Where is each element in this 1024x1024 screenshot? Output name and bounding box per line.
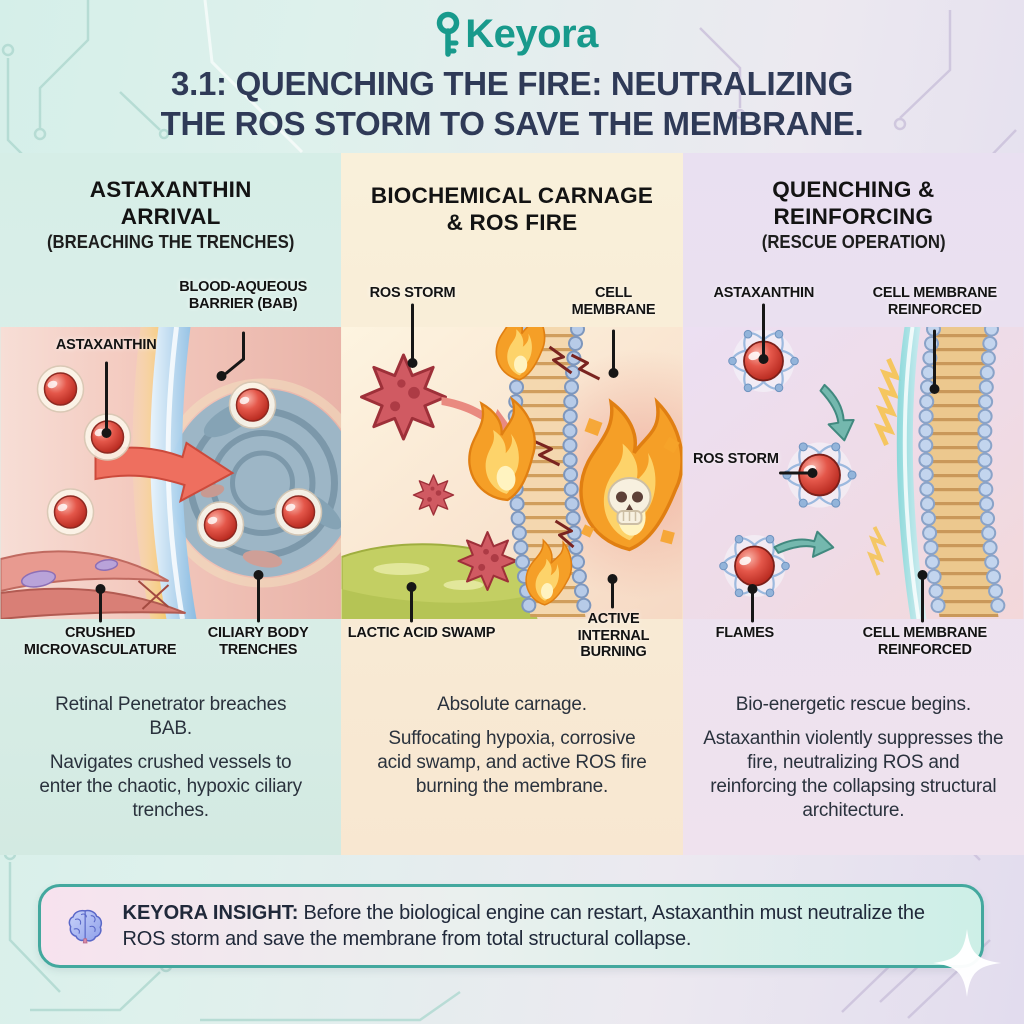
insight-body: Before the biological engine can restart… (122, 901, 925, 950)
label-astaxanthin-3: ASTAXANTHIN (713, 285, 815, 302)
panel2-body: Absolute carnage. Suffocating hypoxia, c… (351, 693, 672, 809)
label-blood-aqueous-barrier: BLOOD-AQUEOUS BARRIER (BAB) (179, 279, 308, 312)
key-icon (436, 11, 460, 57)
logo-text: Keyora (465, 11, 598, 56)
panel2-heading: BIOCHEMICAL CARNAGE & ROS FIRE (370, 183, 654, 235)
panel3-callouts (747, 303, 940, 623)
panel1-body-line-1: Retinal Penetrator breaches BAB. (55, 694, 287, 740)
panel3-body-line-1: Bio-energetic rescue begins. (735, 694, 971, 716)
panel-astaxanthin-arrival: ASTAXANTHIN ARRIVAL (BREACHING THE TRENC… (0, 153, 342, 856)
panel2-body-line-2: Suffocating hypoxia, corrosive acid swam… (377, 728, 647, 797)
figure-astaxanthin-arrival: BLOOD-AQUEOUS BARRIER (BAB) ASTAXANTHIN … (0, 259, 342, 683)
panels-row: ASTAXANTHIN ARRIVAL (BREACHING THE TRENC… (0, 153, 1024, 856)
panel-quenching-reinforcing: QUENCHING & REINFORCING (RESCUE OPERATIO… (682, 153, 1024, 856)
title-line-1: 3.1: QUENCHING THE FIRE: NEUTRALIZING (171, 65, 853, 102)
label-active-internal-burning: ACTIVE INTERNAL BURNING (577, 611, 650, 661)
label-flames: FLAMES (715, 625, 775, 642)
content: Keyora 3.1: QUENCHING THE FIRE: NEUTRALI… (0, 0, 1024, 968)
penetration-arrow-icon (94, 441, 235, 504)
crushed-microvasculature-graphic (0, 550, 186, 620)
insight-label: KEYORA INSIGHT: (122, 901, 299, 924)
insight-text: KEYORA INSIGHT:Before the biological eng… (123, 900, 956, 953)
brain-icon (68, 909, 103, 944)
panel3-body: Bio-energetic rescue begins. Astaxanthin… (693, 693, 1014, 833)
label-lactic-acid-swamp: LACTIC ACID SWAMP (347, 625, 496, 642)
sparkle-icon (933, 929, 1001, 997)
panel2-callouts (406, 303, 619, 623)
panel-biochemical-carnage: BIOCHEMICAL CARNAGE & ROS FIRE (341, 153, 683, 856)
panel3-body-line-2: Astaxanthin violently suppresses the fir… (703, 728, 1004, 821)
quench-spark (874, 358, 902, 447)
panel1-body: Retinal Penetrator breaches BAB. Navigat… (10, 693, 331, 833)
panel3-subheading: (RESCUE OPERATION) (761, 232, 946, 253)
panel3-heading: QUENCHING & REINFORCING (772, 177, 935, 229)
label-membrane-reinforced-top: CELL MEMBRANE REINFORCED (872, 285, 998, 318)
label-membrane-reinforced-bottom: CELL MEMBRANE REINFORCED (862, 625, 988, 658)
skull-icon (607, 477, 652, 526)
insight-box: KEYORA INSIGHT:Before the biological eng… (38, 884, 984, 968)
rescue-illustration (682, 303, 1024, 623)
active-burning-graphic (579, 400, 683, 552)
label-ciliary-body-trenches: CILIARY BODY TRENCHES (207, 625, 309, 658)
label-crushed-microvasculature: CRUSHED MICROVASCULATURE (23, 625, 177, 658)
carnage-illustration (341, 303, 683, 623)
panel1-subheading: (BREACHING THE TRENCHES) (46, 232, 295, 253)
label-astaxanthin: ASTAXANTHIN (55, 337, 157, 354)
arrival-illustration (0, 327, 342, 623)
figure-quenching-reinforcing: ASTAXANTHIN CELL MEMBRANE REINFORCED ROS… (682, 259, 1024, 683)
label-ros-storm: ROS STORM (369, 285, 456, 302)
page-title: 3.1: QUENCHING THE FIRE: NEUTRALIZING TH… (0, 64, 1024, 143)
panel2-body-line-1: Absolute carnage. (437, 694, 587, 716)
membrane-cracks (532, 345, 601, 549)
reinforced-membrane-graphic (918, 327, 1008, 620)
keyora-logo: Keyora (0, 0, 1024, 58)
label-cell-membrane: CELL MEMBRANE (571, 285, 656, 318)
panel1-body-line-2: Navigates crushed vessels to enter the c… (39, 752, 302, 821)
header: Keyora 3.1: QUENCHING THE FIRE: NEUTRALI… (0, 0, 1024, 143)
panel1-callouts (95, 331, 264, 623)
figure-biochemical-carnage: ROS STORM CELL MEMBRANE LACTIC ACID SWAM… (341, 259, 683, 683)
title-line-2: THE ROS STORM TO SAVE THE MEMBRANE. (160, 104, 864, 142)
label-ros-storm-3: ROS STORM (692, 451, 779, 468)
panel1-heading: ASTAXANTHIN ARRIVAL (89, 177, 252, 229)
